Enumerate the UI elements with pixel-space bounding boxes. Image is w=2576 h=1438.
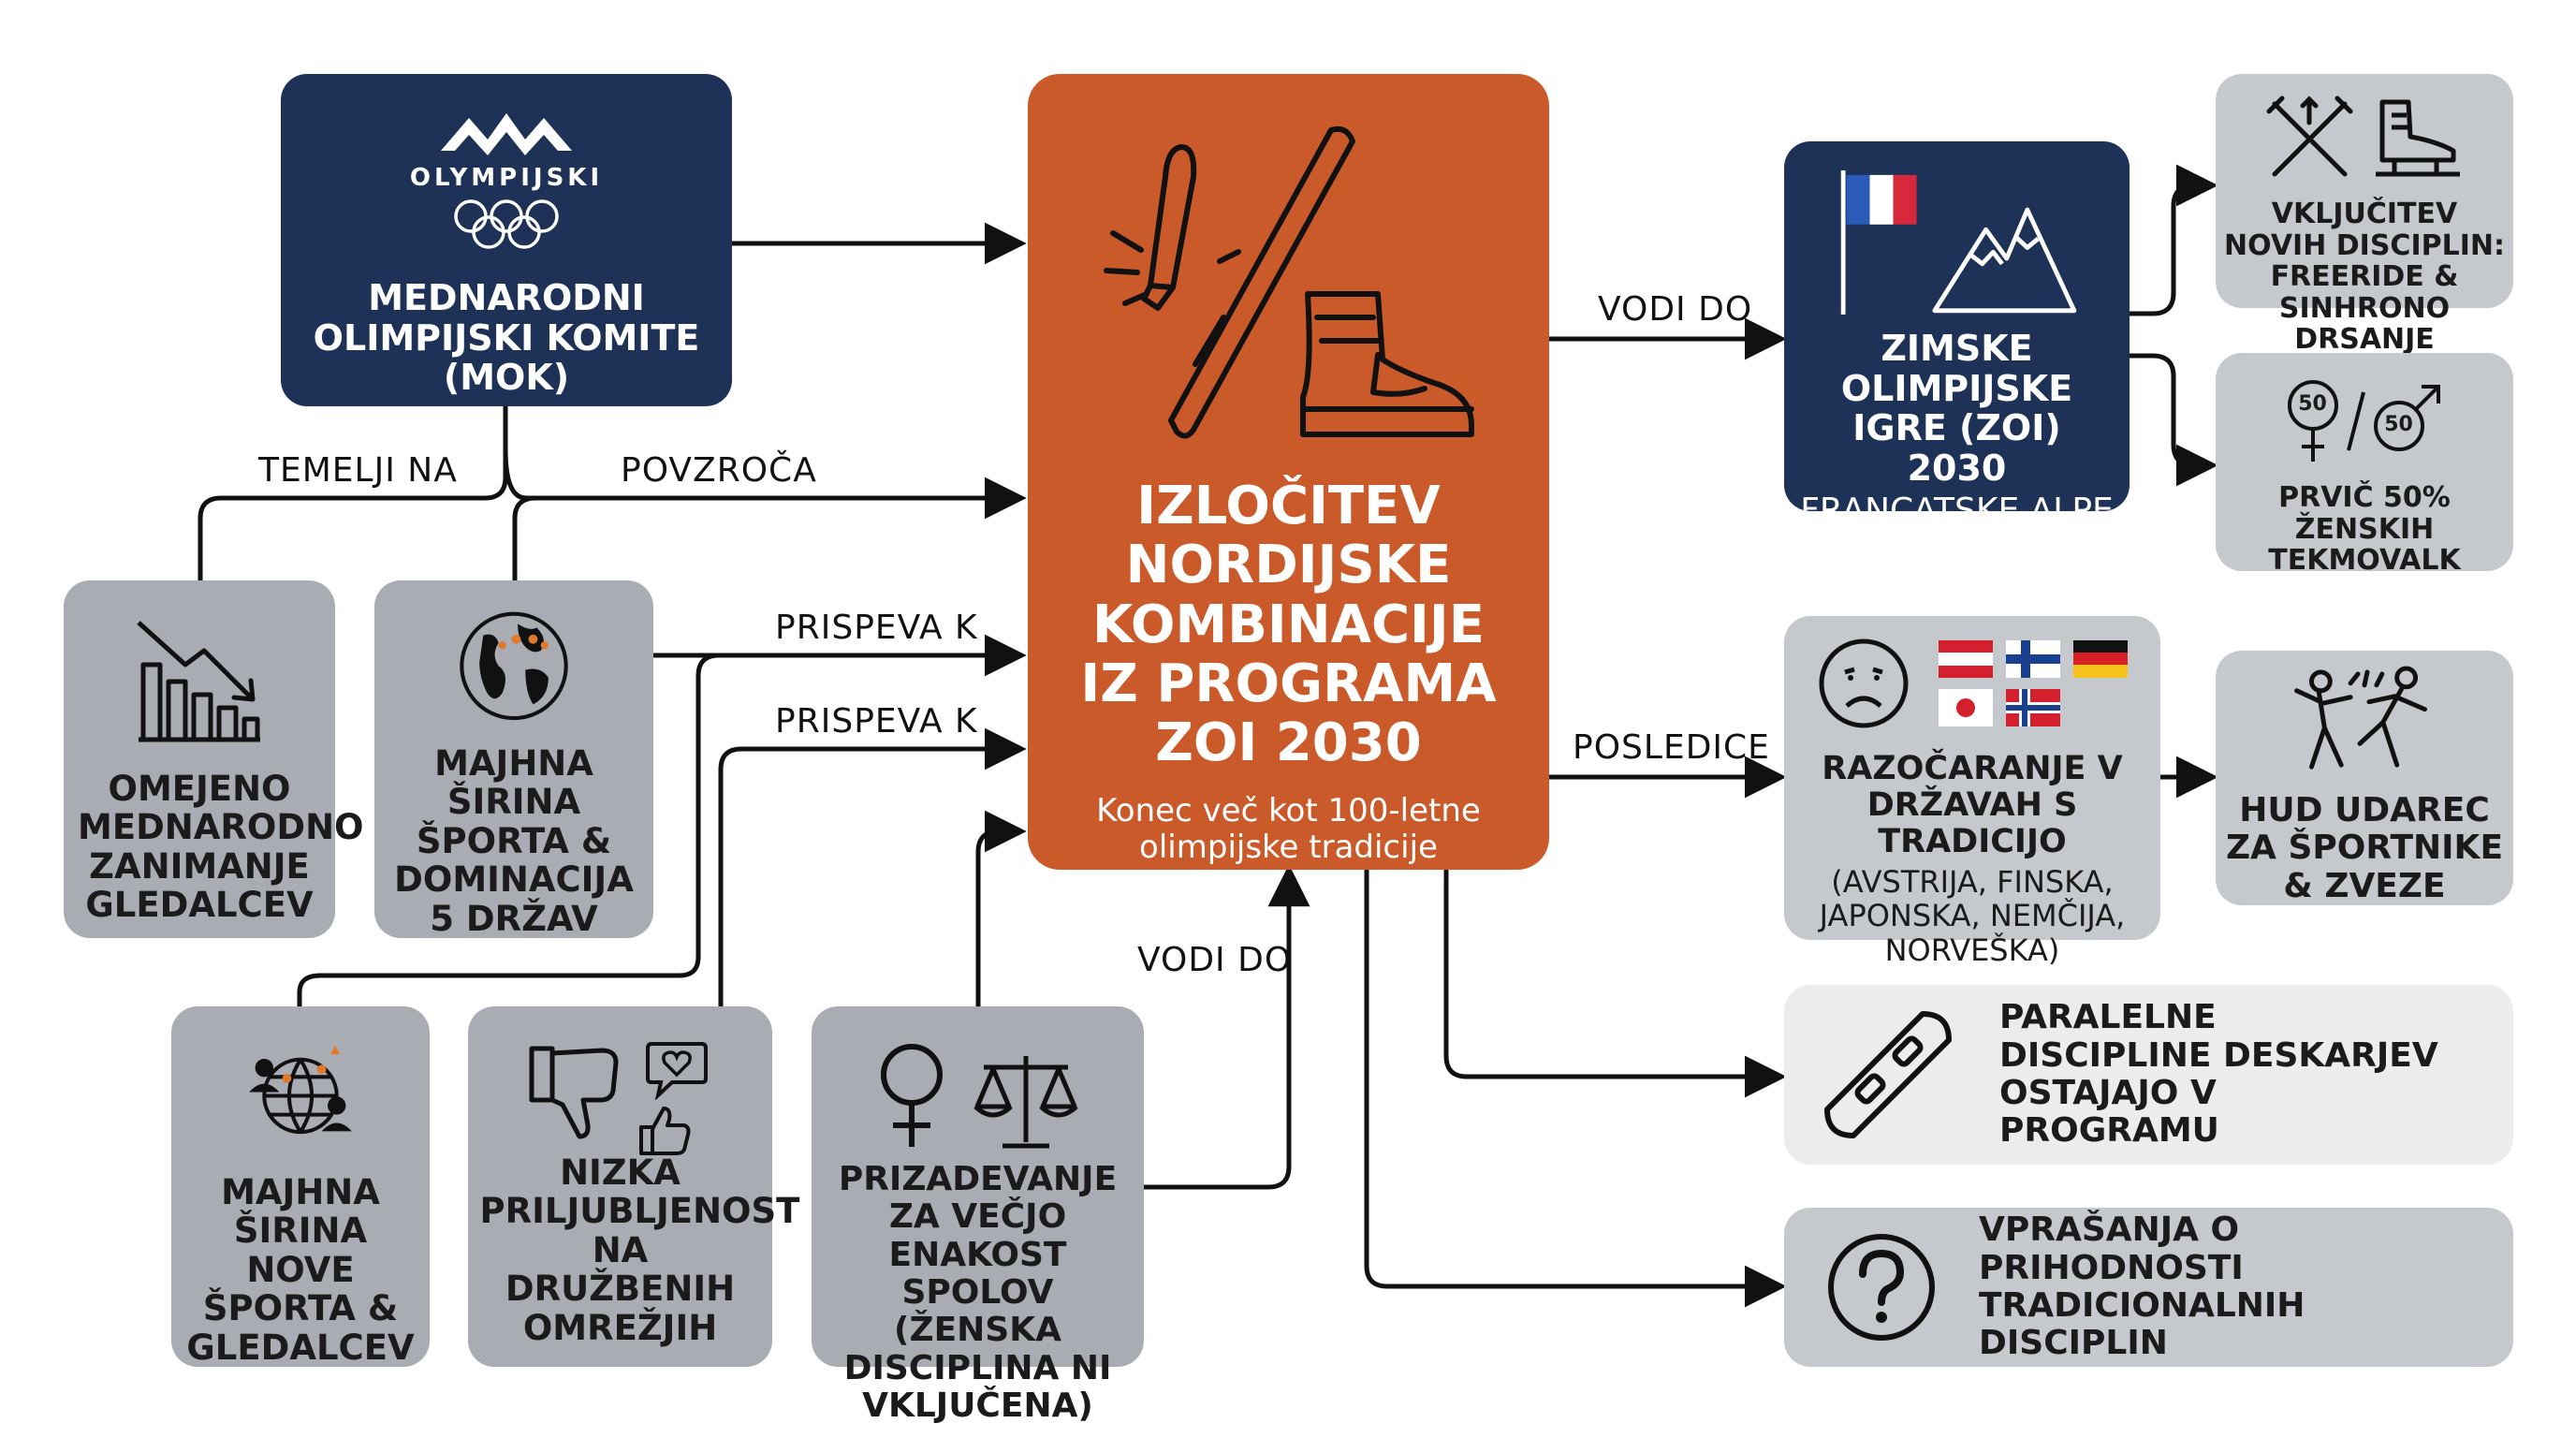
snowboard-icon [1824,1011,1952,1138]
austria-flag-icon [1939,640,1993,678]
future-box: VPRAŠANJA O PRIHODNOSTI TRADICIONALNIH D… [1784,1208,2513,1367]
globe-people-icon [249,1045,352,1135]
snowboard-label: PARALELNE DISCIPLINE DESKARJEV OSTAJAJO … [1999,998,2438,1151]
breadth-label: MAJHNA ŠIRINA ŠPORTA & DOMINACIJA 5 DRŽA… [394,742,634,939]
new-breadth-box: MAJHNA ŠIRINA NOVE ŠPORTA & GLEDALCEV [171,1006,430,1367]
center-title: IZLOČITEV NORDIJSKE KOMBINACIJE IZ PROGR… [1080,476,1497,774]
disappointment-title: RAZOČARANJE V DRŽAVAH S TRADICIJO [1822,750,2123,861]
female-symbol-icon: 50 [2287,379,2339,463]
women-badge-right: 50 [2384,413,2413,436]
zoi-title: ZIMSKE OLIMPIJSKE IGRE (ZOI) 2030 [1840,328,2073,489]
japan-flag-icon [1939,689,1993,726]
future-label: VPRAŠANJA O PRIHODNOSTI TRADICIONALNIH D… [1979,1211,2305,1363]
scales-icon [973,1056,1078,1149]
sad-face-icon [1819,638,1909,728]
impact-box: HUD UDAREC ZA ŠPORTNIKE & ZVEZE [2216,651,2513,905]
slash-divider-icon [2346,391,2365,451]
connector-label-prispeva-k-2: PRISPEVA K [775,702,978,741]
arrow-center-to-future [1364,868,1787,1308]
disappointment-box: RAZOČARANJE V DRŽAVAH S TRADICIJO (AVSTR… [1784,616,2160,968]
center-box: IZLOČITEV NORDIJSKE KOMBINACIJE IZ PROGR… [1028,74,1549,870]
arrow-zoi-to-new-disciplines [2127,164,2218,316]
viewers-box: OMEJENO MEDNARODNO ZANIMANJE GLEDALCEV [64,580,364,938]
mok-label: MEDNARODNI OLIMPIJSKI KOMITE (MOK) [313,277,700,399]
arrow-gender-to-center [975,810,1027,1009]
finland-flag-icon [2006,640,2060,678]
women-badge-left: 50 [2298,392,2327,416]
zoi-box: ZIMSKE OLIMPIJSKE IGRE (ZOI) 2030 FRANCA… [1784,141,2130,530]
connector-label-povzroca: POVZROČA [621,451,817,490]
broken-ski-icon [1103,125,1474,439]
thumbs-up-icon [638,1107,690,1155]
line-mok-to-viewers [198,404,508,583]
arrow-newbreadth-to-center [297,653,722,1009]
disappointment-countries: (AVSTRIJA, FINSKA, JAPONSKA, NEMČIJA, NO… [1819,863,2126,969]
heart-comment-icon [645,1042,708,1100]
arrow-gender-up-to-center [1141,864,1310,1190]
line-breadth-to-split [512,495,538,583]
snowboard-box: PARALELNE DISCIPLINE DESKARJEV OSTAJAJO … [1784,985,2513,1165]
arrow-social-to-center [718,727,1027,1009]
connector-label-vodi-do-bottom: VODI DO [1137,941,1293,979]
norway-flag-icon [2006,689,2060,726]
new-breadth-label: MAJHNA ŠIRINA NOVE ŠPORTA & GLEDALCEV [186,1171,415,1368]
connector-label-temelji-na: TEMELJI NA [258,451,458,490]
crossed-skis-icon [2266,95,2352,177]
arrow-zoi-to-women [2127,353,2218,487]
ice-skate-icon [2375,99,2460,177]
women-box: 50 50 PRVIČ 50% ŽENSKIH TEKMOVALK [2216,353,2513,576]
viewers-label: OMEJENO MEDNARODNO ZANIMANJE GLEDALCEV [78,769,364,926]
french-flag-icon [1840,170,1917,315]
zoi-location: FRANCATSKE ALPE [1800,492,2114,531]
thumbs-down-icon [529,1046,618,1139]
globe-icon [460,611,568,721]
women-label: PRVIČ 50% ŽENSKIH TEKMOVALK [2268,481,2461,578]
gender-label: PRIZADEVANJE ZA VEČJO ENAKOST SPOLOV (ŽE… [838,1160,1118,1425]
center-subtitle: Konec več kot 100-letne olimpijske tradi… [1096,792,1481,867]
social-box: NIZKA PRILJUBLJENOST NA DRUŽBENIH OMREŽJ… [468,1006,800,1367]
impact-label: HUD UDAREC ZA ŠPORTNIKE & ZVEZE [2225,791,2504,905]
olympic-rings-icon [454,199,559,249]
mountain-icon [1932,207,2077,314]
breadth-box: MAJHNA ŠIRINA ŠPORTA & DOMINACIJA 5 DRŽA… [374,580,653,938]
connector-label-prispeva-k-1: PRISPEVA K [775,609,978,647]
athletes-collision-icon [2294,666,2427,770]
social-label: NIZKA PRILJUBLJENOST NA DRUŽBENIH OMREŽJ… [479,1152,800,1348]
declining-bar-chart-icon [137,621,260,742]
mok-box: OLYMPIJSKI MEDNARODNI OLIMPIJSKI KOMITE … [281,74,732,406]
mountain-logo-icon [441,113,572,155]
arrow-center-to-snowboard [1443,868,1787,1098]
new-disciplines-label: VKLJUČITEV NOVIH DISCIPLIN: FREERIDE & S… [2224,198,2505,357]
female-symbol-icon [880,1044,943,1147]
question-mark-icon [1828,1234,1935,1341]
connector-label-posledice: POSLEDICE [1573,728,1770,767]
germany-flag-icon [2073,640,2128,678]
gender-box: PRIZADEVANJE ZA VEČJO ENAKOST SPOLOV (ŽE… [812,1006,1144,1425]
male-symbol-icon: 50 [2373,379,2443,463]
connector-label-vodi-do-right: VODI DO [1598,290,1753,329]
olympic-logo-text: OLYMPIJSKI [409,164,604,192]
new-disciplines-box: VKLJUČITEV NOVIH DISCIPLIN: FREERIDE & S… [2216,74,2513,356]
